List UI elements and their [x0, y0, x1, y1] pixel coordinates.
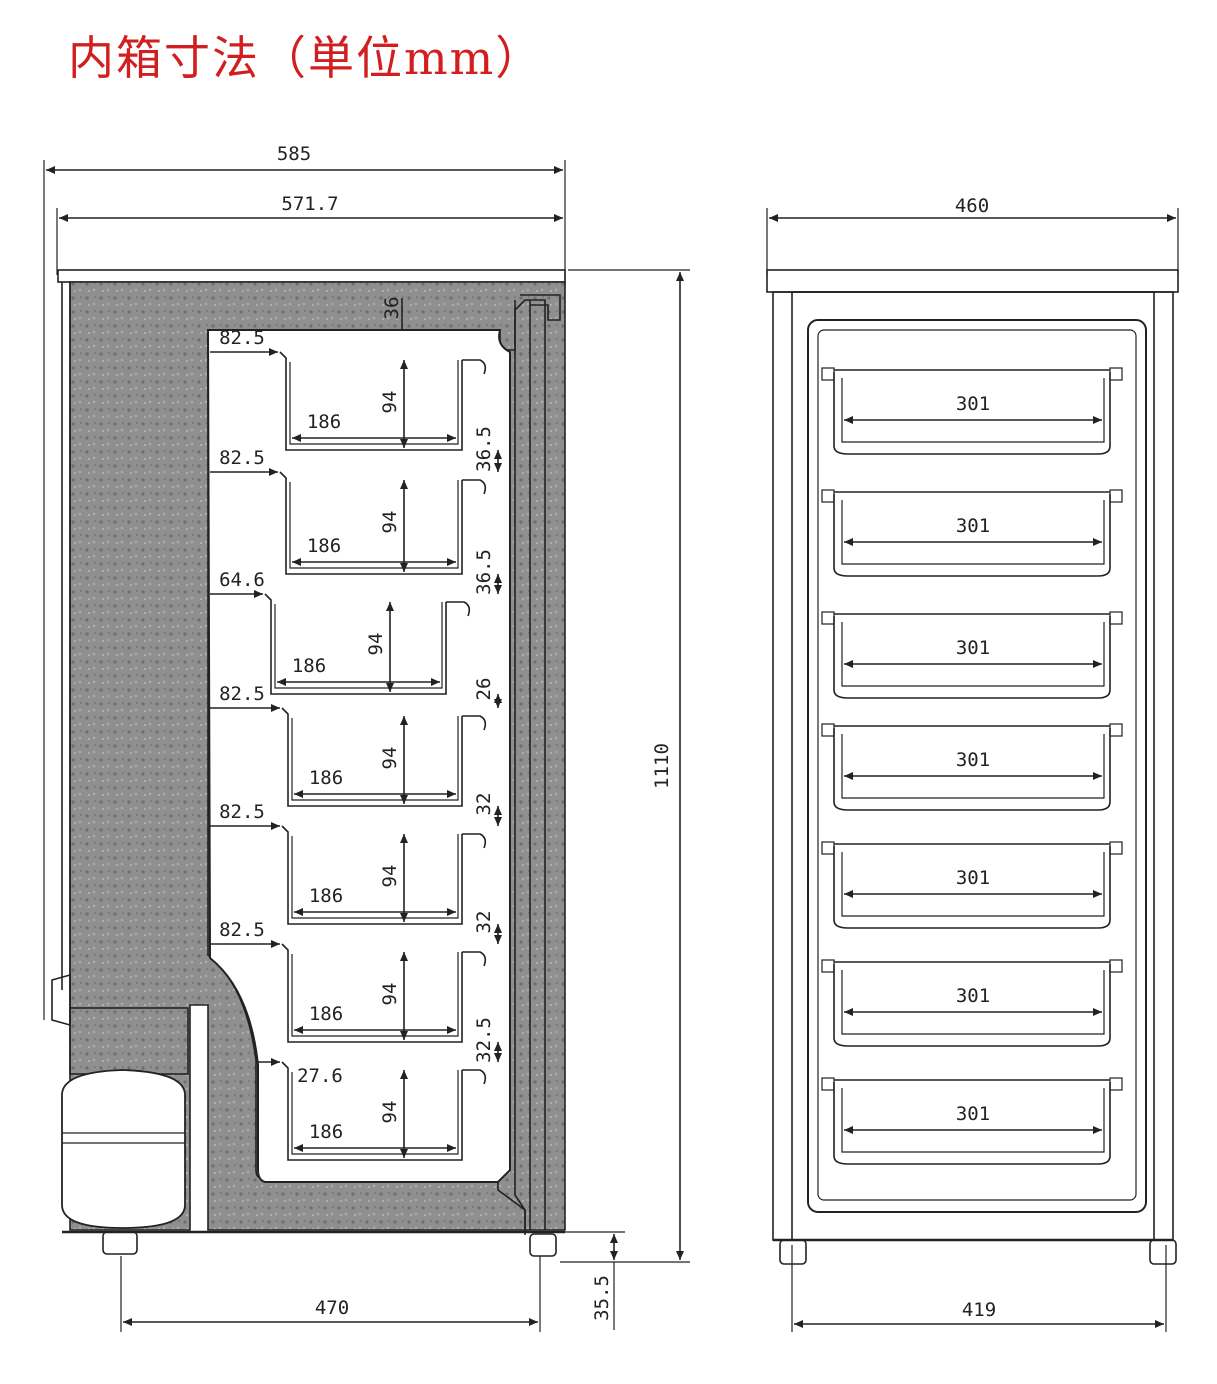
- dim-shelf-depth: 186: [309, 767, 343, 789]
- front-foot: [529, 1233, 557, 1257]
- dim-shelf-gap: 32: [473, 793, 495, 816]
- dim-shelf-inset: 82.5: [219, 327, 265, 349]
- dim-shelf-inset: 64.6: [219, 569, 265, 591]
- side-basket: 82.5 186 94 32: [210, 801, 502, 944]
- side-basket: 27.6 186 94: [258, 1058, 487, 1161]
- dim-drawer-width: 301: [956, 393, 990, 415]
- dim-drawer-width: 301: [956, 515, 990, 537]
- dim-shelf-height: 94: [379, 391, 401, 414]
- dim-shelf-depth: 186: [292, 655, 326, 677]
- dim-shelf-height: 94: [365, 633, 387, 656]
- dim-shelf-inset: 82.5: [219, 683, 265, 705]
- dim-drawer-width: 301: [956, 867, 990, 889]
- dim-shelf-height: 94: [379, 983, 401, 1006]
- dim-drawer-width: 301: [956, 1103, 990, 1125]
- side-basket: 64.6 186 94 26: [210, 569, 502, 708]
- side-basket: 82.5 186 94 32: [210, 683, 502, 826]
- dim-base-width: 470: [315, 1297, 349, 1319]
- diagram-title: 内箱寸法（単位mm）: [68, 31, 544, 85]
- dim-height: 1110: [651, 743, 673, 789]
- side-basket: 82.5 186 94 36.5: [210, 447, 502, 595]
- front-drawer: 301: [821, 611, 1123, 699]
- dim-front-base-width: 419: [962, 1299, 996, 1321]
- dim-top-clearance: 36: [381, 297, 403, 320]
- dim-shelf-depth: 186: [309, 1003, 343, 1025]
- dim-foot-height: 35.5: [591, 1275, 613, 1321]
- dim-drawer-width: 301: [956, 749, 990, 771]
- side-basket: 82.5 186 94 36.5: [210, 327, 502, 472]
- front-right-foot: [1149, 1239, 1177, 1265]
- dim-shelf-gap: 36.5: [473, 549, 495, 595]
- dim-shelf-inset: 82.5: [219, 447, 265, 469]
- side-basket: 82.5 186 94 32.5: [210, 919, 502, 1063]
- dim-top-width: 571.7: [281, 193, 338, 215]
- inner-cabinet: [206, 329, 511, 1183]
- dim-shelf-depth: 186: [309, 1121, 343, 1143]
- front-drawer: 301: [821, 959, 1123, 1047]
- front-drawer: 301: [821, 489, 1123, 577]
- front-drawer: 301: [821, 841, 1123, 929]
- dim-drawer-width: 301: [956, 985, 990, 1007]
- dim-shelf-inset: 82.5: [219, 919, 265, 941]
- dim-shelf-gap: 32: [473, 911, 495, 934]
- dim-shelf-height: 94: [379, 1101, 401, 1124]
- side-view: 585 571.7 1110: [43, 143, 690, 1332]
- dim-shelf-inset: 27.6: [297, 1065, 343, 1087]
- dim-shelf-gap: 36.5: [473, 426, 495, 472]
- dim-front-width: 460: [955, 195, 989, 217]
- front-view: 460 419 301 301 301 301 301 301 301: [766, 195, 1179, 1332]
- dim-shelf-height: 94: [379, 747, 401, 770]
- front-drawer: 301: [821, 367, 1123, 455]
- dim-drawer-width: 301: [956, 637, 990, 659]
- dim-shelf-gap: 26: [473, 678, 495, 701]
- dim-shelf-gap: 32.5: [473, 1017, 495, 1063]
- dim-shelf-depth: 186: [307, 411, 341, 433]
- rear-foot: [102, 1231, 138, 1255]
- dim-shelf-height: 94: [379, 865, 401, 888]
- front-left-foot: [779, 1239, 807, 1265]
- dim-shelf-height: 94: [379, 511, 401, 534]
- compressor: [61, 1069, 186, 1229]
- front-drawer: 301: [821, 723, 1123, 811]
- dim-overall-width: 585: [277, 143, 311, 165]
- dim-shelf-depth: 186: [309, 885, 343, 907]
- front-drawers: 301 301 301 301 301 301 301: [821, 367, 1123, 1165]
- side-shelves: 82.51869436.582.51869436.564.6186942682.…: [210, 327, 502, 1161]
- dim-shelf-depth: 186: [307, 535, 341, 557]
- dim-shelf-inset: 82.5: [219, 801, 265, 823]
- front-drawer: 301: [821, 1077, 1123, 1165]
